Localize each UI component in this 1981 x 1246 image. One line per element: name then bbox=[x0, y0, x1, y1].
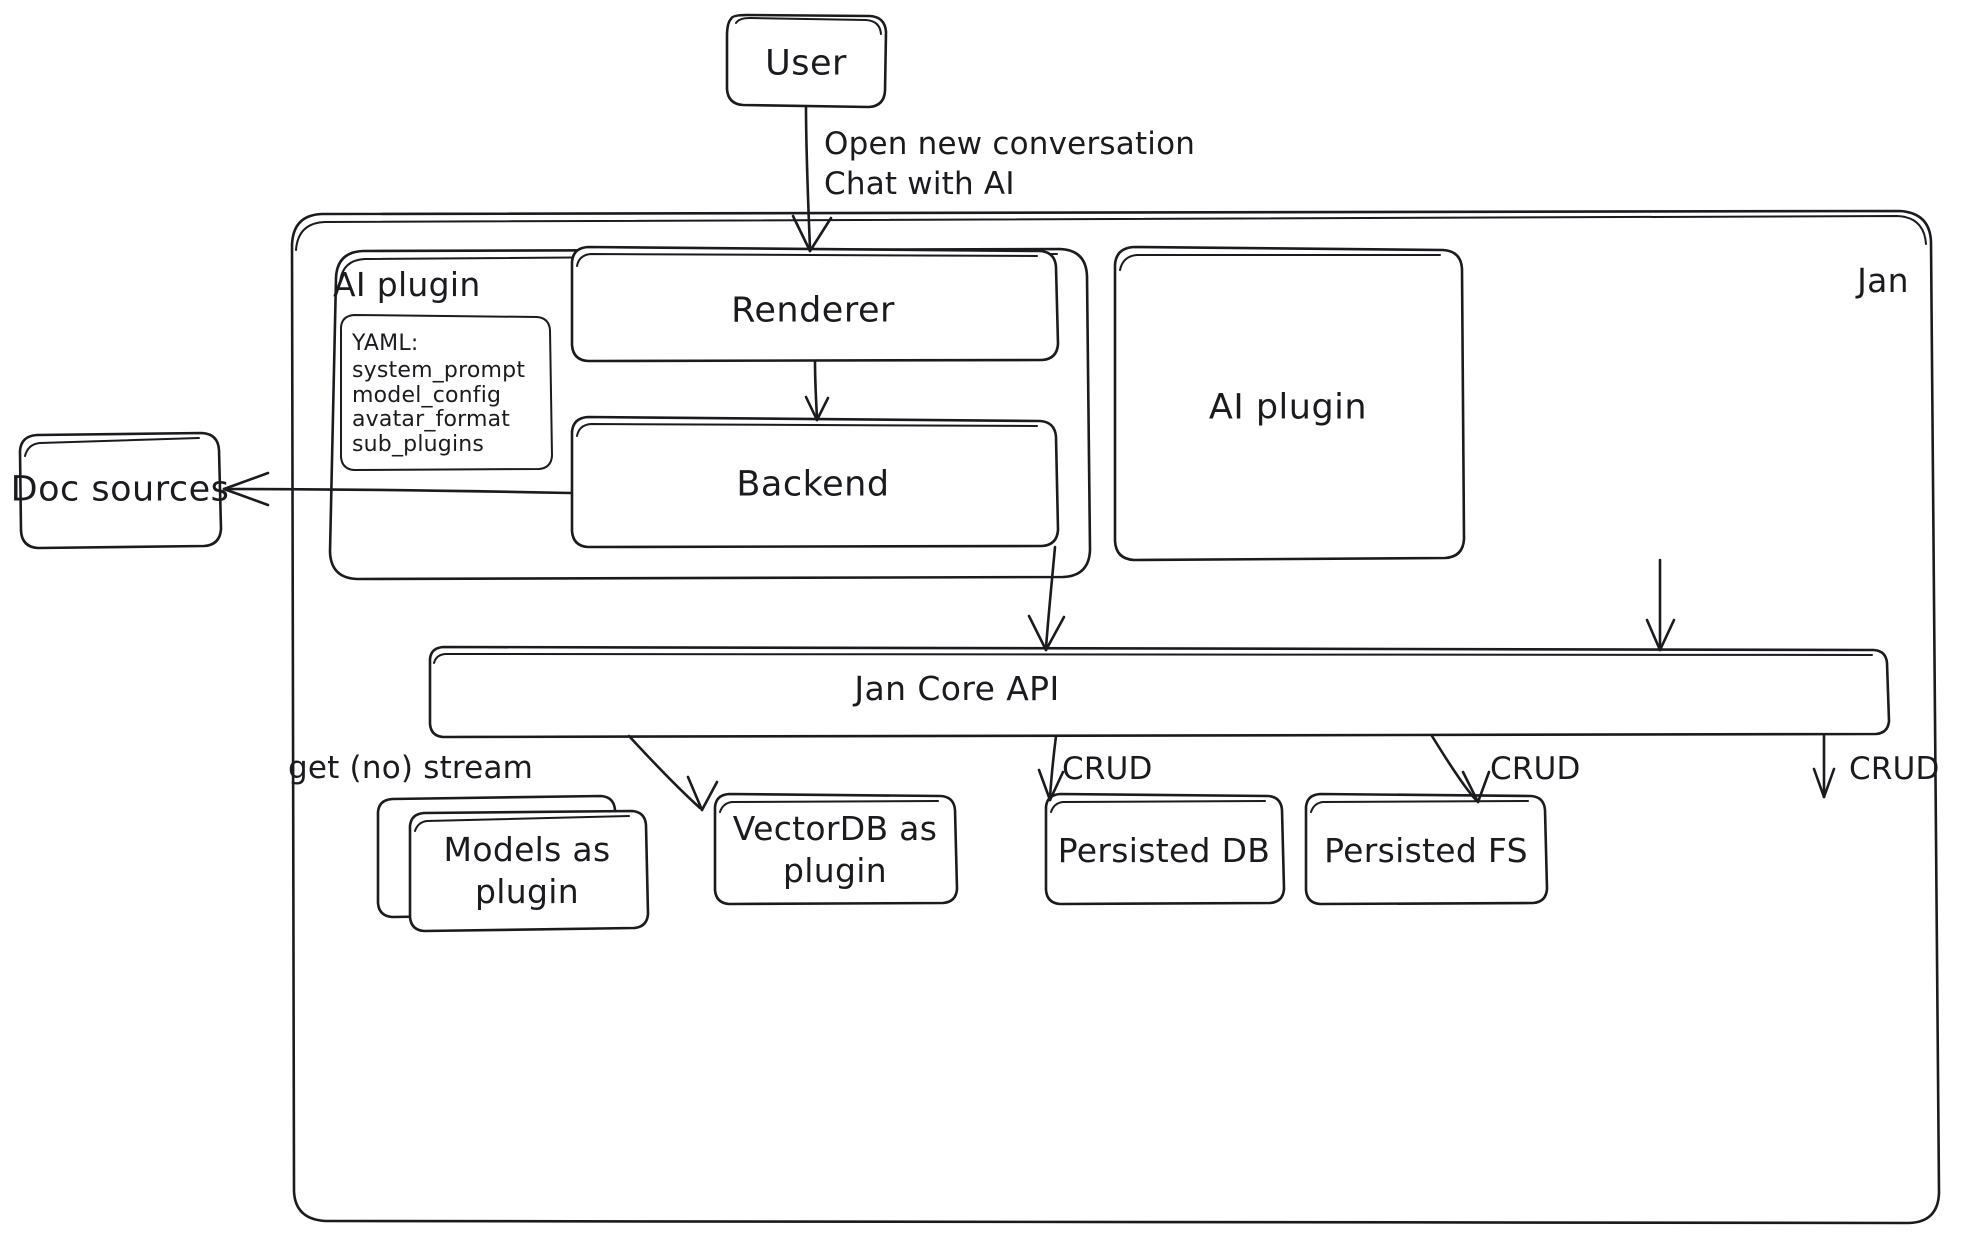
node-label-persisted-db: Persisted DB bbox=[1057, 830, 1271, 870]
edge-backend-to-doc-sources bbox=[222, 471, 573, 507]
node-vectordb-plugin-outline bbox=[713, 792, 959, 906]
edge-label-crud-persisted-fs: CRUD bbox=[1849, 751, 1940, 787]
edge-label-crud-persisted-db: CRUD bbox=[1490, 751, 1581, 787]
edge-ai-plugin-to-jan-core-api bbox=[1645, 558, 1676, 652]
yaml-card-item-model-config: model_config bbox=[352, 383, 502, 408]
node-persisted-fs-outline bbox=[1304, 792, 1549, 906]
node-models-plugin-outline bbox=[376, 794, 650, 933]
node-yaml-card-outline bbox=[340, 314, 553, 471]
node-label-renderer: Renderer bbox=[731, 290, 895, 331]
node-jan-core-api-outline bbox=[428, 645, 1891, 739]
yaml-card-heading: YAML: bbox=[352, 331, 419, 356]
edge-core-to-models bbox=[627, 734, 719, 812]
node-label-persisted-fs: Persisted FS bbox=[1324, 830, 1528, 870]
container-label-jan: Jan bbox=[1857, 260, 1909, 300]
edge-renderer-to-backend bbox=[804, 359, 830, 422]
edge-core-to-vectordb bbox=[1037, 734, 1065, 802]
edge-user-to-renderer bbox=[791, 105, 833, 253]
node-doc-sources-outline bbox=[18, 431, 223, 550]
container-label-ai-plugin-group: AI plugin bbox=[333, 265, 481, 304]
yaml-card-item-avatar-format: avatar_format bbox=[352, 407, 511, 432]
edge-label-crud-vectordb: CRUD bbox=[1062, 751, 1153, 787]
node-ai-plugin-outline bbox=[1113, 245, 1466, 562]
edge-core-to-persisted-db bbox=[1430, 734, 1491, 804]
node-label-doc-sources: Doc sources bbox=[10, 469, 230, 510]
node-label-ai-plugin: AI plugin bbox=[1208, 387, 1368, 428]
node-label-vectordb-plugin: VectorDB as plugin bbox=[732, 808, 938, 890]
edge-core-to-persisted-fs bbox=[1812, 734, 1836, 799]
yaml-card-item-system-prompt: system_prompt bbox=[352, 358, 526, 383]
edge-backend-to-jan-core-api bbox=[1027, 545, 1066, 652]
node-label-models-plugin: Models as plugin bbox=[443, 829, 611, 911]
node-backend-outline bbox=[570, 415, 1060, 549]
node-label-user: User bbox=[765, 43, 847, 84]
node-user-outline bbox=[725, 13, 888, 109]
node-persisted-db-outline bbox=[1044, 792, 1286, 906]
node-label-jan-core-api: Jan Core API bbox=[854, 668, 1060, 708]
node-label-backend: Backend bbox=[736, 464, 890, 505]
node-renderer-outline bbox=[570, 245, 1060, 363]
edge-label-get-no-stream: get (no) stream bbox=[288, 750, 534, 786]
edge-label-user-to-renderer: Open new conversation Chat with AI bbox=[824, 126, 1196, 202]
yaml-card-item-sub-plugins: sub_plugins bbox=[352, 432, 485, 457]
